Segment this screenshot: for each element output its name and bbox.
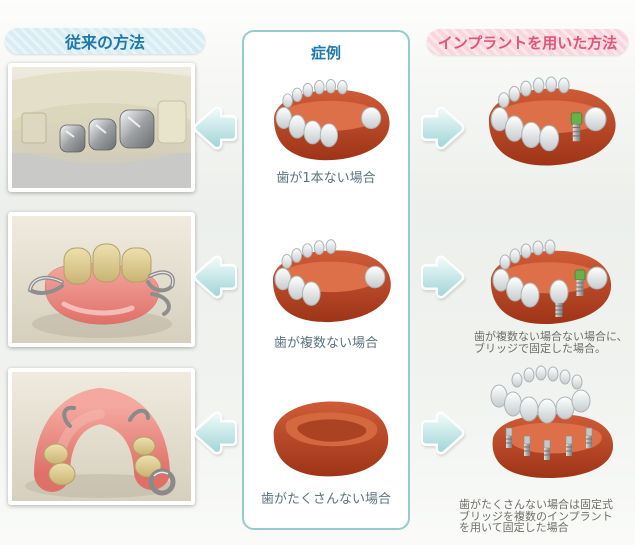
jaw-with-single-implant-illustration [488, 76, 616, 166]
case-illustration-row1 [253, 68, 401, 168]
pill-stripe-pattern [5, 28, 205, 54]
implant-caption-row3: 歯がたくさんない場合は固定式 ブリッジを複数のインプラント を用いて固定した場合 [459, 498, 613, 534]
case-illustration-row3 [258, 383, 396, 487]
pill-stripe-pattern [427, 29, 628, 55]
implant-caption-row2: 歯が複数ない場合ない場合に、 ブリッジで固定した場合。 [474, 330, 628, 355]
column-header-traditional: 従来の方法 [5, 28, 205, 54]
partial-denture-with-clasps-illustration [12, 216, 191, 343]
implant-illustration-row2 [470, 228, 622, 332]
left-arrow-icon [193, 255, 237, 299]
jaw-missing-one-tooth-illustration [274, 79, 390, 161]
cases-panel-title: 症例 [310, 44, 341, 62]
traditional-header-label: 従来の方法 [64, 33, 145, 52]
column-header-implant: インプラントを用いた方法 [427, 29, 628, 55]
jaw-with-implant-bridge-illustration [490, 239, 612, 325]
implant-header-label: インプラントを用いた方法 [437, 33, 618, 52]
right-arrow-icon [421, 255, 465, 299]
right-arrow-icon [421, 411, 465, 455]
jaw-with-multiple-implants-fixed-bridge-illustration [490, 365, 613, 478]
case-caption-row3: 歯がたくさんない場合 [260, 492, 391, 507]
full-lower-partial-denture-illustration [12, 372, 191, 501]
traditional-photo-row2 [8, 212, 195, 347]
traditional-photo-row3 [8, 368, 195, 505]
case-illustration-row2 [253, 228, 401, 330]
implant-illustration-row3 [465, 362, 625, 494]
right-arrow-icon [421, 106, 465, 150]
jaw-missing-multiple-teeth-illustration [272, 239, 391, 323]
left-arrow-icon [193, 411, 237, 455]
case-caption-row1: 歯が1本ない場合 [276, 171, 376, 186]
edentulous-jaw-illustration [273, 401, 389, 477]
implant-illustration-row1 [468, 64, 626, 174]
case-caption-row2: 歯が複数ない場合 [273, 336, 378, 351]
traditional-photo-row1 [8, 63, 195, 192]
left-arrow-icon [193, 106, 237, 150]
silver-crowns-bridge-model-illustration [12, 67, 191, 188]
